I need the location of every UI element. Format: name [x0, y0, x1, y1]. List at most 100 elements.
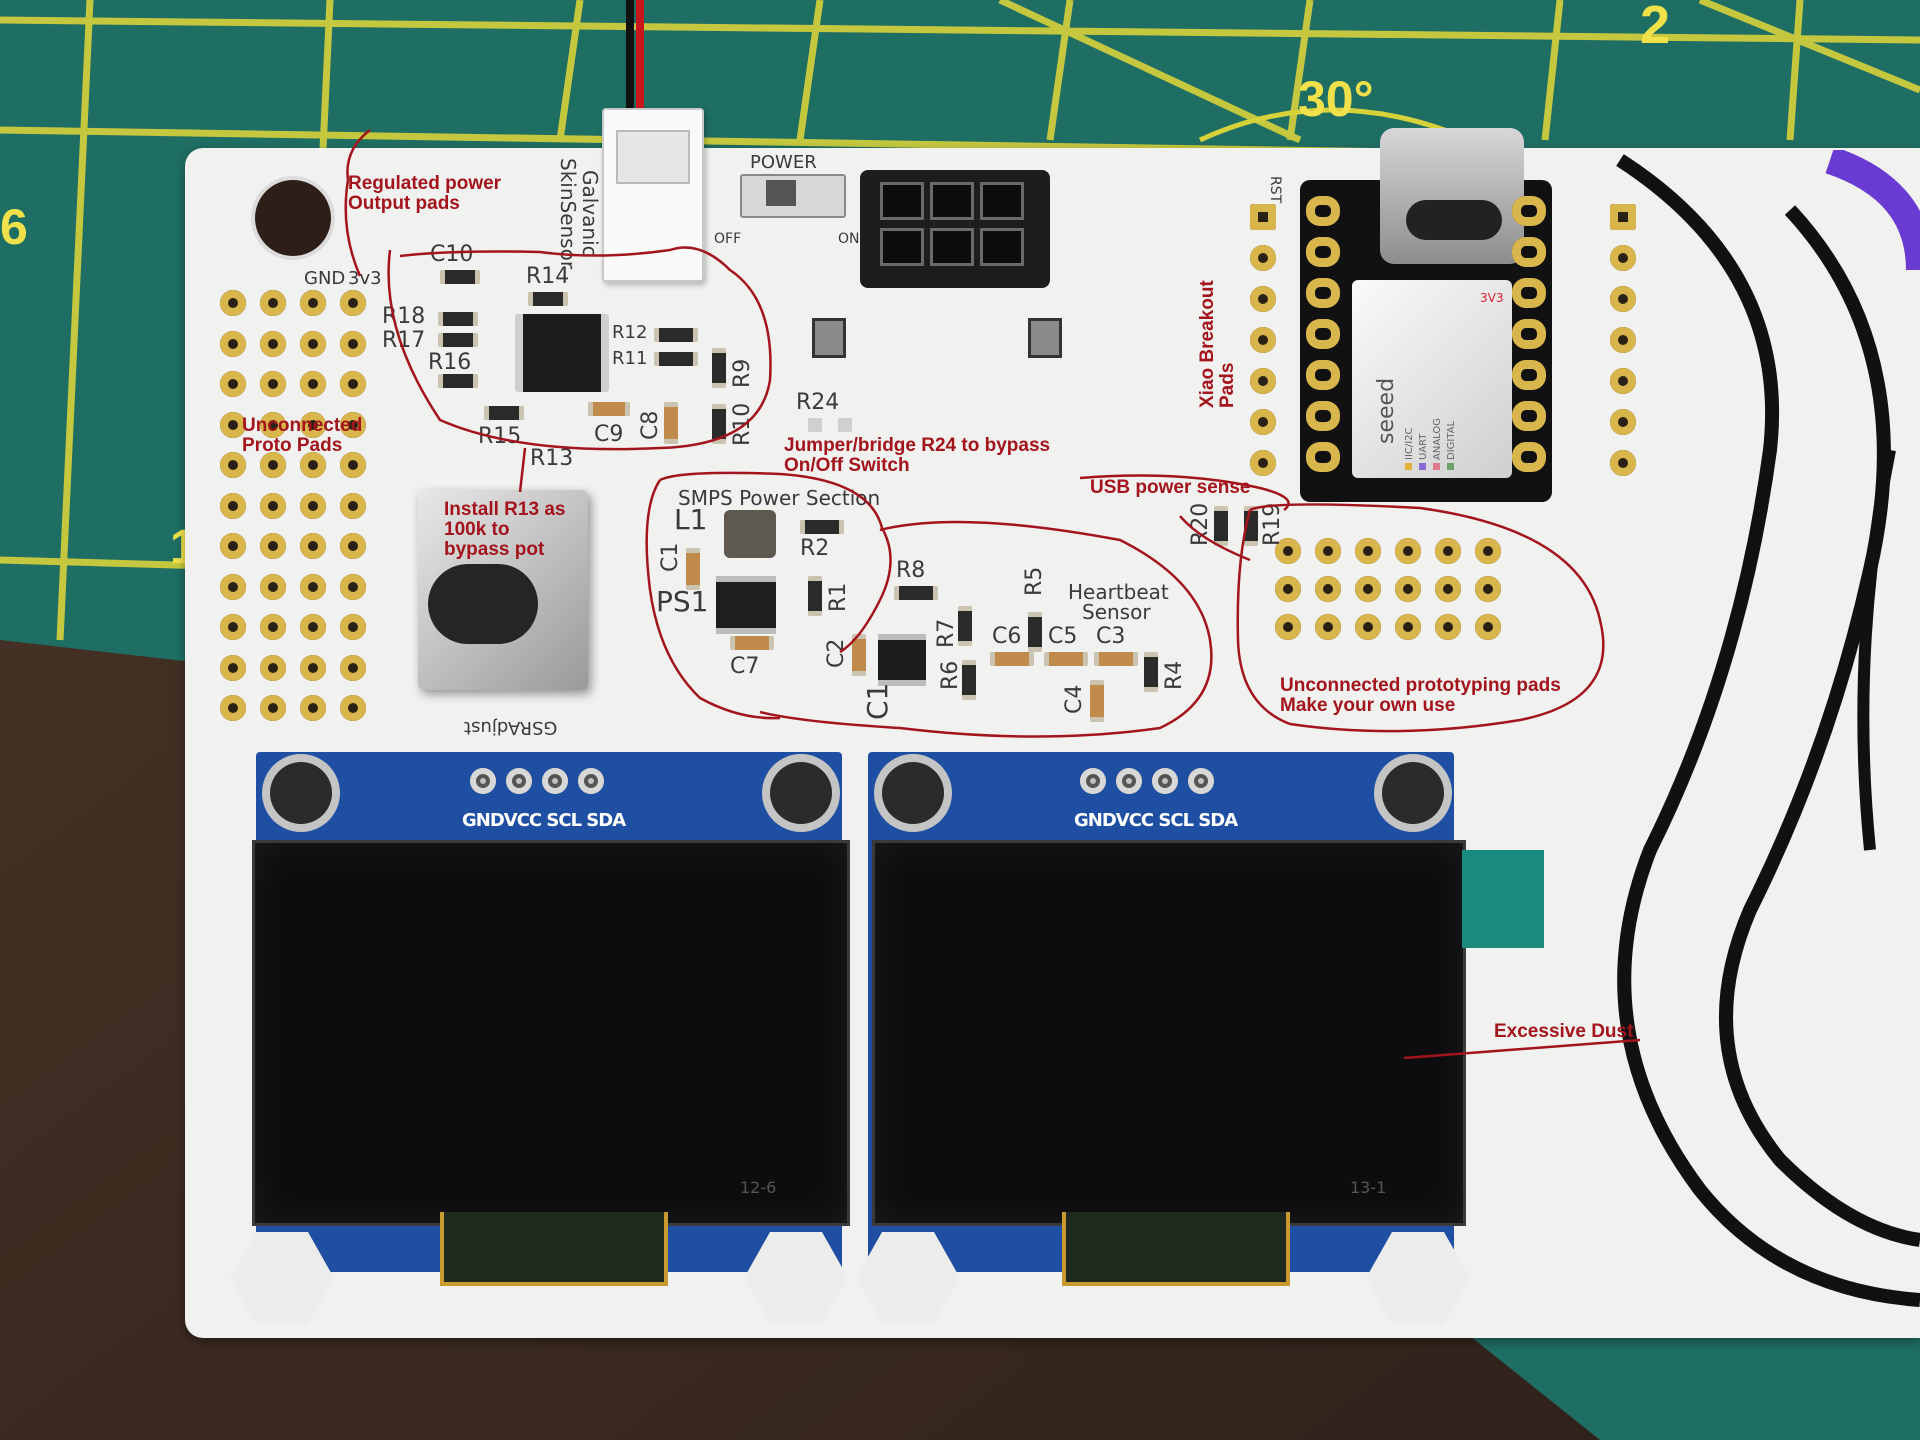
- oled-left-code: 12-6: [740, 1178, 777, 1197]
- oled-header-pin: [470, 768, 496, 794]
- smd-c5: [1044, 652, 1088, 666]
- xiao-breakout-pad: [1610, 450, 1636, 476]
- potentiometer-knob[interactable]: [428, 564, 538, 644]
- swoosh-graphic: [1616, 150, 1920, 1307]
- wire-black: [626, 0, 634, 110]
- oled-right-hole-l: [882, 762, 944, 824]
- proto-pad: [220, 573, 246, 600]
- xiao-pin: [1512, 360, 1546, 390]
- note-xiao-breakout-line2: Pads: [1217, 362, 1238, 408]
- silk-power: POWER: [750, 152, 817, 173]
- xiao-breakout-pads: [1250, 204, 1640, 476]
- note-jumper-r24-line2: On/Off Switch: [784, 455, 910, 476]
- proto-pad: [340, 614, 366, 640]
- ruler-angle-label: 30°: [1298, 71, 1374, 127]
- smd-c4: [1090, 680, 1104, 722]
- oled-header-pin: [542, 768, 568, 794]
- proto-pad: [340, 695, 366, 721]
- oled-header-pin: [1080, 768, 1106, 794]
- proto-pad: [220, 695, 246, 721]
- proto-pad: [260, 614, 286, 640]
- xiao-breakout-pad: [1610, 286, 1636, 312]
- smd-r12: [654, 328, 698, 342]
- xiao-pin: [1512, 237, 1546, 267]
- oled-right-code: 13-1: [1350, 1178, 1387, 1197]
- mounting-hole: [255, 180, 331, 256]
- note-excessive-dust: Excessive Dust: [1494, 1021, 1634, 1042]
- xiao-pin: [1306, 442, 1340, 472]
- silk-r14: R14: [526, 264, 570, 289]
- xiao-breakout-pad: [1250, 245, 1276, 271]
- header-hole: [930, 228, 974, 266]
- silk-r2: R2: [800, 536, 830, 561]
- silk-gnd: GND: [304, 268, 346, 289]
- smd-c2: [852, 634, 866, 676]
- proto-pad: [220, 654, 246, 681]
- smd-r2: [800, 520, 844, 534]
- xiao-pin: [1512, 196, 1546, 226]
- note-unconnected-right: Unconnected prototyping pads Make your o…: [1280, 676, 1561, 716]
- smd-c6: [990, 652, 1034, 666]
- smd-r1: [808, 576, 822, 616]
- oled-right-screen: [872, 840, 1466, 1226]
- oled-header-pin: [1188, 768, 1214, 794]
- silk-smps: SMPS Power Section: [678, 486, 881, 510]
- proto-pad: [260, 573, 286, 600]
- proto-pad: [1435, 614, 1461, 640]
- ruler-mark-2: 2: [1640, 0, 1671, 55]
- silk-r13: R13: [530, 446, 574, 471]
- header-hole: [980, 228, 1024, 266]
- wire-red: [636, 0, 644, 110]
- note-install-r13-line1: Install R13 as: [444, 499, 566, 520]
- proto-pad: [220, 533, 246, 559]
- oled-right-flex-cable: [1062, 1212, 1290, 1286]
- proto-pad: [300, 654, 326, 681]
- smd-c3: [1094, 652, 1138, 666]
- smd-c7: [730, 636, 774, 650]
- proto-pad: [300, 411, 326, 438]
- silk-sensor: Sensor: [1082, 600, 1151, 624]
- xiao-breakout-pad: [1610, 245, 1636, 271]
- proto-pad: [1355, 538, 1381, 564]
- xiao-breakout-pad: [1250, 450, 1276, 476]
- proto-pad: [300, 492, 326, 519]
- xiao-pin: [1512, 278, 1546, 308]
- silk-l1: L1: [674, 503, 708, 536]
- proto-pads-right: [1275, 538, 1525, 658]
- proto-pad: [1435, 576, 1461, 602]
- proto-pad: [300, 573, 326, 600]
- proto-pad: [220, 371, 246, 397]
- smd-r15: [484, 406, 524, 420]
- xiao-castellated-pins: [1300, 196, 1552, 476]
- oled-left-hole-r: [770, 762, 832, 824]
- standoff-3: [856, 1232, 960, 1324]
- smd-c10: [440, 270, 480, 284]
- regulator-ps1: [716, 576, 776, 634]
- xiao-pin: [1306, 196, 1340, 226]
- xiao-pin: [1306, 278, 1340, 308]
- power-switch-knob[interactable]: [766, 180, 796, 206]
- note-proto-pads-line1: Unconnected: [242, 415, 363, 436]
- xiao-breakout-pad: [1250, 368, 1276, 394]
- proto-pad: [260, 371, 286, 397]
- silk-c5: C5: [1048, 624, 1078, 649]
- proto-pad: [1475, 576, 1501, 602]
- usb-c-connector[interactable]: [1380, 128, 1524, 264]
- oled-right-pin-labels: GNDVCC SCL SDA: [1074, 810, 1238, 831]
- usb-c-port[interactable]: [1406, 200, 1502, 240]
- note-install-r13: Install R13 as 100k to bypass pot: [444, 500, 565, 560]
- proto-pad: [340, 290, 366, 316]
- smd-r6: [962, 660, 976, 700]
- note-jumper-r24-line1: Jumper/bridge R24 to bypass: [784, 435, 1051, 456]
- header-hole: [980, 182, 1024, 220]
- proto-pad: [1475, 614, 1501, 640]
- proto-pad: [340, 573, 366, 600]
- xiao-breakout-pad: [1250, 327, 1276, 353]
- proto-pad: [300, 452, 326, 478]
- silk-c7: C7: [730, 654, 760, 679]
- xiao-breakout-pad: [1610, 409, 1636, 435]
- silk-ps1: PS1: [656, 585, 709, 618]
- oled-left-screen: [252, 840, 850, 1226]
- proto-pad: [1395, 538, 1421, 564]
- note-xiao-breakout-line1: Xiao Breakout: [1197, 280, 1218, 408]
